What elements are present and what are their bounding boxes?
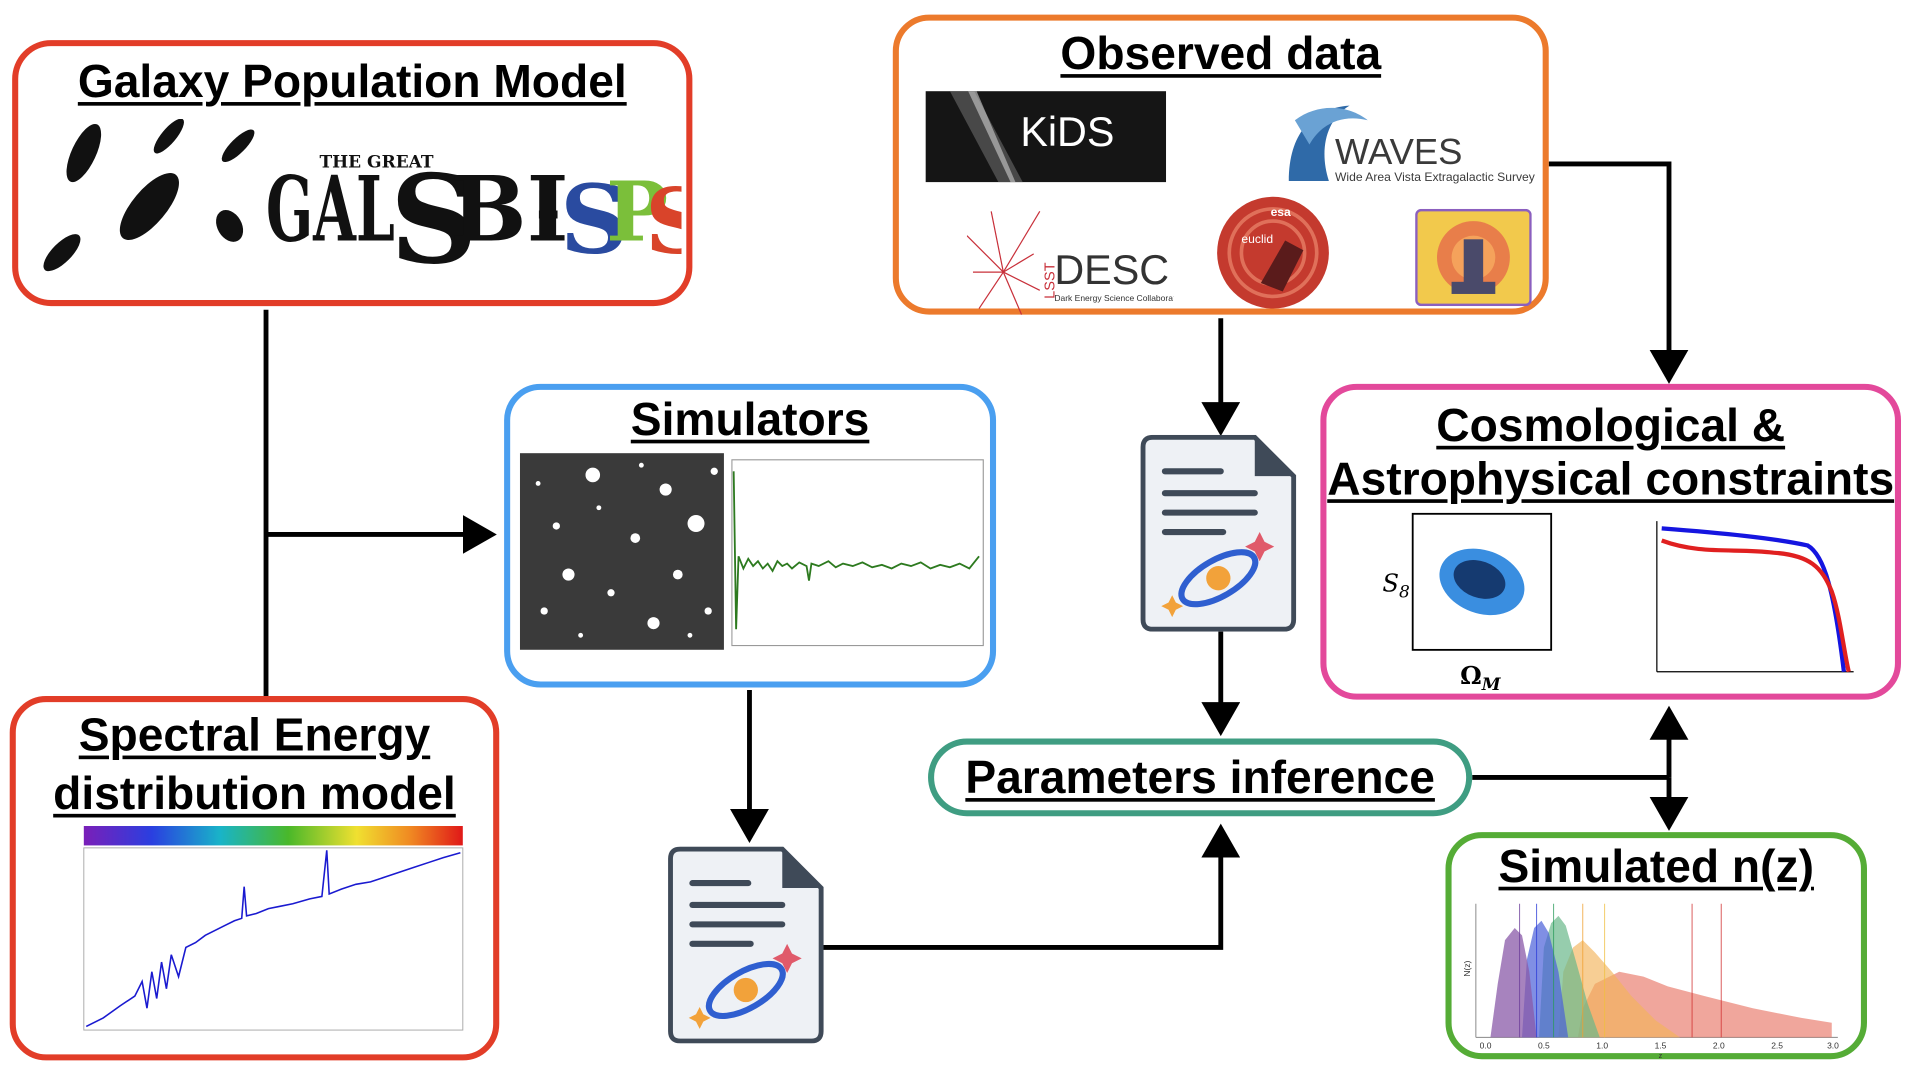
galaxy-model-box: Galaxy Population Model THE GREAT GAL S … — [12, 40, 693, 307]
arrow-observed-to-constraints — [1548, 161, 1689, 384]
galaxy-ellipses — [43, 119, 255, 272]
arrow-doc-to-params-bottom — [821, 823, 1241, 950]
nz-xtick: 1.5 — [1655, 1040, 1667, 1050]
simulators-box: Simulators — [504, 383, 997, 688]
nz-xlabel: z — [1659, 1051, 1663, 1059]
sed-title-line2: distribution model — [53, 768, 456, 820]
wavelength-colorbar — [83, 825, 463, 846]
nz-xtick: 1.0 — [1596, 1040, 1608, 1050]
simulators-title: Simulators — [630, 394, 870, 446]
galsbi-logo: THE GREAT GAL S BI - S P S — [43, 119, 681, 277]
desc-lsst-text: LSST — [1042, 262, 1058, 299]
observed-data-box: Observed data KiDS WAVES Wide Area Vista… — [892, 14, 1549, 315]
nz-xtick: 3.0 — [1827, 1040, 1839, 1050]
energy-survey-logo — [1415, 208, 1532, 307]
galsbi-s: S — [390, 148, 478, 277]
galsbi-bi: BI — [451, 158, 569, 263]
desc-text: DESC — [1054, 247, 1169, 293]
document-icon-observed — [1140, 434, 1297, 632]
waves-subtitle: Wide Area Vista Extragalactic Survey — [1335, 170, 1536, 184]
nz-bin-blue — [1522, 920, 1569, 1038]
simulated-nz-box: Simulated n(z) N(z) 0.0 0.5 1.0 — [1445, 832, 1867, 1060]
galsbi-sps-1: S — [560, 165, 628, 276]
waves-logo: WAVES Wide Area Vista Extragalactic Surv… — [1288, 105, 1536, 184]
observed-data-title: Observed data — [1060, 29, 1382, 81]
constraints-title-line2: Astrophysical constraints — [1327, 454, 1895, 506]
sed-title-line1: Spectral Energy — [78, 710, 431, 762]
galaxy-model-title: Galaxy Population Model — [77, 57, 627, 109]
spectrum-line — [732, 471, 980, 630]
nz-xtick-labels: 0.0 0.5 1.0 1.5 2.0 2.5 3.0 — [1480, 1040, 1839, 1050]
sed-box: Spectral Energy distribution model — [9, 696, 500, 1061]
euclid-text: euclid — [1241, 232, 1273, 246]
lsst-desc-logo: LSST DESC Dark Energy Science Collaborat… — [966, 211, 1173, 315]
nz-ylabel: N(z) — [1462, 960, 1472, 976]
galsbi-gal: GAL — [266, 158, 395, 263]
constraint-curves-plot — [1656, 521, 1854, 673]
parameters-inference-title: Parameters inference — [965, 753, 1435, 805]
contour-inner — [1453, 560, 1506, 599]
kids-text: KiDS — [1020, 109, 1114, 155]
document-icon-simulated — [668, 846, 824, 1044]
desc-subtitle: Dark Energy Science Collaboration — [1054, 293, 1173, 303]
constraints-title-line1: Cosmological & — [1436, 400, 1786, 452]
kids-logo: KiDS — [925, 91, 1167, 183]
waves-text: WAVES — [1335, 131, 1463, 172]
red-curve — [1660, 538, 1851, 673]
nz-histogram-plot: N(z) 0.0 0.5 1.0 1.5 2.0 2.5 — [1462, 903, 1839, 1059]
nz-xtick: 0.5 — [1538, 1040, 1550, 1050]
galsbi-prefix: THE GREAT — [319, 153, 433, 173]
simulated-nz-title: Simulated n(z) — [1498, 841, 1814, 893]
contour-xlabel: ΩM — [1460, 661, 1502, 694]
simulated-sky-image — [519, 453, 724, 650]
sed-spectrum-line — [85, 850, 461, 1028]
contour-ylabel: S8 — [1382, 569, 1410, 603]
parameters-inference-box: Parameters inference — [928, 738, 1473, 817]
euclid-logo: esa euclid — [1217, 196, 1329, 309]
nz-xtick: 2.5 — [1771, 1040, 1783, 1050]
esa-text: esa — [1271, 205, 1291, 219]
nz-xtick: 2.0 — [1713, 1040, 1725, 1050]
galsbi-sps-3: S — [645, 170, 681, 275]
nz-xtick: 0.0 — [1480, 1040, 1492, 1050]
constraints-box: Cosmological & Astrophysical constraints… — [1320, 383, 1902, 700]
simulated-spectrum-plot — [731, 459, 984, 647]
contour-plot: S8 ΩM — [1382, 512, 1553, 694]
galsbi-sps-2: P — [606, 164, 668, 261]
galsbi-dash: - — [536, 175, 561, 246]
sed-plot — [83, 825, 464, 1031]
nz-bin-purple — [1490, 928, 1537, 1038]
